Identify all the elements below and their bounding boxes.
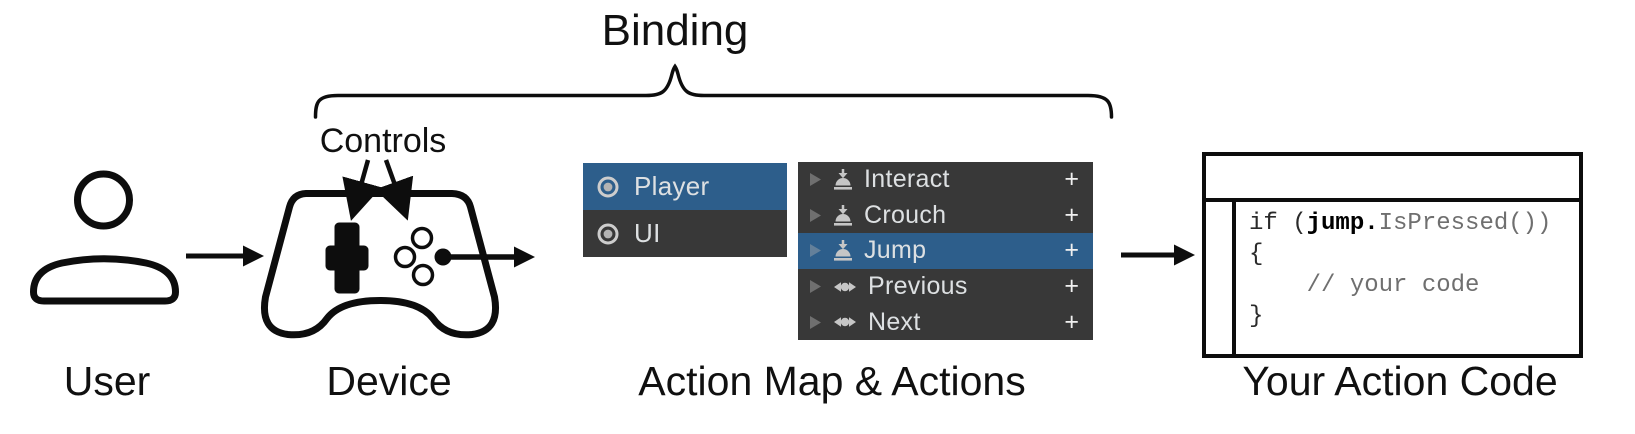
controls-arrows: [342, 159, 414, 221]
add-binding-button[interactable]: +: [1064, 236, 1079, 265]
foldout-arrow-icon[interactable]: [809, 279, 822, 294]
action-label: Crouch: [864, 200, 947, 229]
foldout-arrow-icon[interactable]: [809, 315, 822, 330]
action-row-crouch[interactable]: Crouch +: [798, 198, 1093, 234]
action-row-interact[interactable]: Interact +: [798, 162, 1093, 198]
axis-icon: [834, 317, 856, 327]
action-map-icon: [597, 176, 619, 197]
arrow-device-to-actionmap: [448, 246, 535, 268]
controls-label: Controls: [319, 122, 447, 160]
action-maps-panel: Player UI: [583, 163, 787, 257]
add-binding-button[interactable]: +: [1064, 272, 1079, 301]
binding-brace: [313, 63, 1114, 119]
code-token: IsPressed()): [1378, 210, 1552, 237]
your-action-code-label: Your Action Code: [1242, 358, 1558, 404]
action-label: Previous: [868, 272, 968, 301]
action-map-actions-label: Action Map & Actions: [638, 358, 1026, 404]
add-binding-button[interactable]: +: [1064, 165, 1079, 194]
code-token-jump: jump.: [1306, 210, 1379, 237]
arrow-user-to-device: [186, 245, 264, 267]
code-gutter: [1206, 202, 1236, 354]
gamepad-icon: [261, 190, 535, 339]
action-map-label: UI: [634, 218, 661, 248]
action-row-next[interactable]: Next +: [798, 304, 1093, 340]
actions-panel: Interact + Crouch + Jump +: [798, 162, 1093, 340]
foldout-arrow-icon[interactable]: [809, 243, 822, 258]
action-map-icon: [597, 223, 619, 244]
code-snippet: if (jump.IsPressed()) { // your code }: [1236, 202, 1551, 354]
button-press-icon: [834, 169, 852, 190]
arrow-actionmap-to-code: [1121, 244, 1195, 266]
code-token: {: [1249, 241, 1264, 268]
user-label: User: [63, 358, 151, 404]
code-comment: // your code: [1249, 272, 1480, 299]
code-window: if (jump.IsPressed()) { // your code }: [1202, 152, 1583, 358]
binding-label: Binding: [601, 6, 749, 55]
foldout-arrow-icon[interactable]: [809, 172, 822, 187]
face-buttons-icon: [393, 226, 452, 287]
action-row-jump[interactable]: Jump +: [798, 233, 1093, 269]
code-token: }: [1249, 303, 1264, 330]
add-binding-button[interactable]: +: [1064, 307, 1079, 336]
code-window-titlebar: [1206, 156, 1579, 202]
code-token: if (: [1249, 210, 1307, 237]
action-label: Interact: [864, 165, 950, 194]
axis-icon: [834, 281, 856, 292]
add-binding-button[interactable]: +: [1064, 200, 1079, 229]
action-map-row-player[interactable]: Player: [583, 163, 787, 210]
action-label: Jump: [864, 236, 927, 265]
action-map-row-ui[interactable]: UI: [583, 210, 787, 257]
button-press-icon: [834, 240, 852, 262]
action-map-label: Player: [634, 171, 710, 201]
action-label: Next: [868, 307, 921, 336]
action-row-previous[interactable]: Previous +: [798, 269, 1093, 305]
dpad-icon: [325, 222, 369, 294]
device-label: Device: [326, 358, 452, 404]
user-icon: [30, 170, 179, 305]
foldout-arrow-icon[interactable]: [809, 208, 822, 223]
button-press-icon: [834, 204, 852, 226]
